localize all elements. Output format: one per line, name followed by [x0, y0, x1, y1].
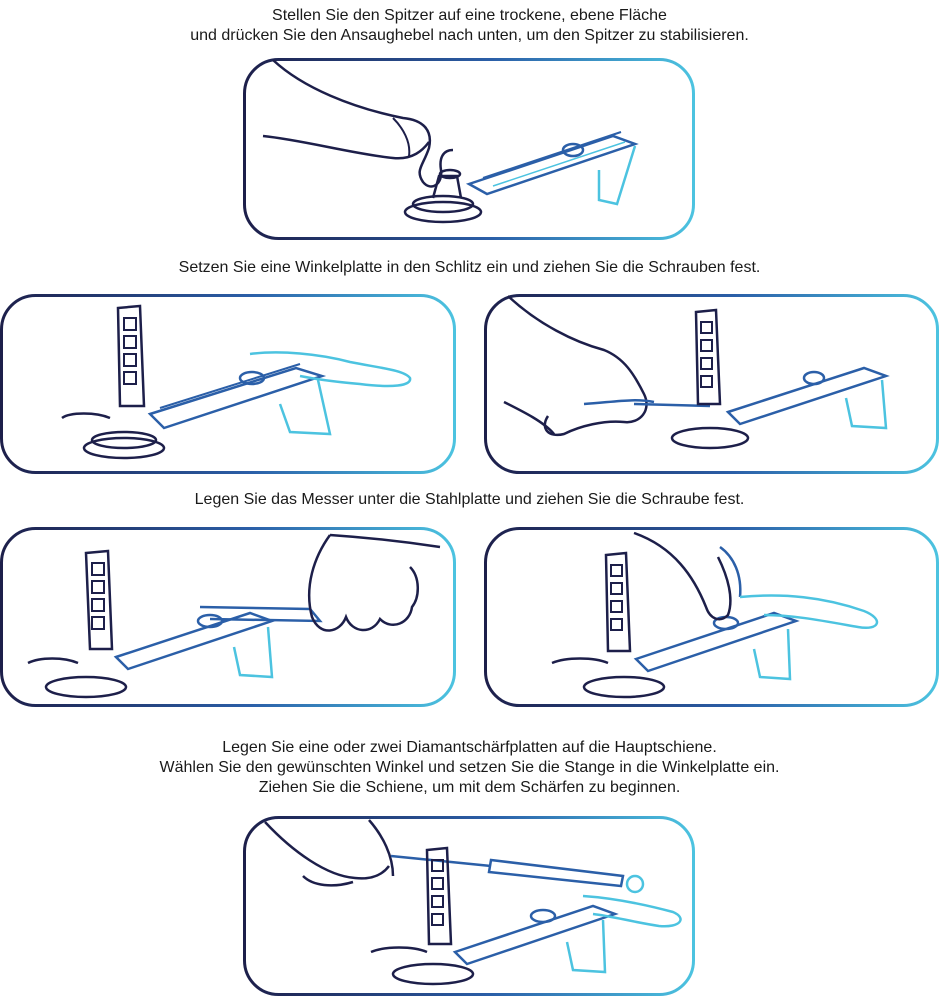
sharpener-hand-press-illustration — [243, 58, 695, 240]
angle-plate-finger-illustration — [0, 294, 456, 474]
step-1-line-1: Stellen Sie den Spitzer auf eine trocken… — [272, 7, 667, 24]
step-4-caption: Legen Sie eine oder zwei Diamantschärfpl… — [0, 738, 939, 798]
step-2-caption: Setzen Sie eine Winkelplatte in den Schl… — [0, 258, 939, 278]
step-4-line-2: Wählen Sie den gewünschten Winkel und se… — [159, 759, 780, 776]
illustration-panel-1 — [243, 58, 695, 240]
step-1-line-2: und drücken Sie den Ansaughebel nach unt… — [190, 27, 749, 44]
step-4-line-1: Legen Sie eine oder zwei Diamantschärfpl… — [222, 739, 717, 756]
illustration-panel-3 — [484, 294, 939, 474]
step-2-line-1: Setzen Sie eine Winkelplatte in den Schl… — [178, 259, 761, 276]
screw-tighten-knife-illustration — [484, 527, 939, 707]
rod-inserted-sharpening-illustration — [243, 816, 695, 996]
step-3-caption: Legen Sie das Messer unter die Stahlplat… — [0, 490, 939, 510]
step-3-line-1: Legen Sie das Messer unter die Stahlplat… — [194, 491, 745, 508]
angle-plate-screwdriver-illustration — [484, 294, 939, 474]
step-4-line-3: Ziehen Sie die Schiene, um mit dem Schär… — [258, 779, 681, 796]
knife-under-plate-illustration — [0, 527, 456, 707]
step-1-caption: Stellen Sie den Spitzer auf eine trocken… — [0, 6, 939, 46]
illustration-panel-6 — [243, 816, 695, 996]
illustration-panel-5 — [484, 527, 939, 707]
illustration-panel-4 — [0, 527, 456, 707]
illustration-panel-2 — [0, 294, 456, 474]
